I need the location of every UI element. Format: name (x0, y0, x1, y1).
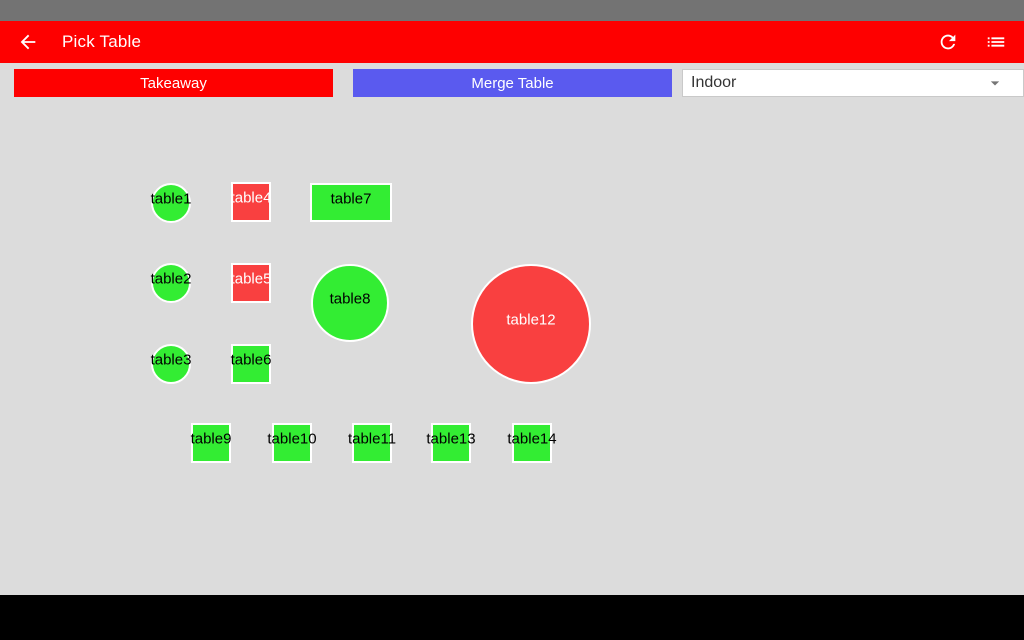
table-label: table11 (347, 430, 397, 448)
table-table12[interactable]: table12 (471, 264, 591, 384)
table-table4[interactable]: table4 (231, 182, 271, 222)
takeaway-button[interactable]: Takeaway (14, 69, 333, 97)
table-table2[interactable]: table2 (151, 263, 191, 303)
navigation-bar (0, 595, 1024, 640)
list-view-button[interactable] (984, 30, 1008, 54)
table-table14[interactable]: table14 (507, 423, 557, 463)
status-bar (0, 0, 1024, 21)
table-label: table13 (426, 430, 476, 448)
table-table13[interactable]: table13 (426, 423, 476, 463)
table-table11[interactable]: table11 (348, 423, 396, 463)
table-table10[interactable]: table10 (267, 423, 317, 463)
table-table5[interactable]: table5 (231, 263, 271, 303)
area-dropdown-value: Indoor (691, 74, 737, 91)
floor-plan: table1 table2 table3 table4 table5 table6 tabl… (151, 182, 591, 463)
table-label: table1 (150, 190, 192, 208)
table-label: table9 (190, 430, 232, 448)
app-bar: Pick Table (0, 21, 1024, 63)
table-label: table6 (230, 351, 272, 369)
area-dropdown[interactable]: Indoor (682, 69, 1024, 97)
table-label: table7 (330, 190, 372, 207)
table-table9[interactable]: table9 (191, 423, 231, 463)
refresh-icon (940, 34, 956, 50)
table-label: table4 (230, 189, 272, 207)
arrow-back-icon (20, 34, 36, 50)
list-icon (987, 37, 1005, 47)
table-label: table12 (506, 311, 556, 329)
table-label: table3 (150, 351, 192, 369)
table-label: table14 (507, 430, 557, 448)
back-button[interactable] (16, 30, 40, 54)
refresh-button[interactable] (936, 30, 960, 54)
page-title: Pick Table (62, 32, 142, 51)
table-label: table8 (329, 290, 371, 308)
toolbar: Takeaway Merge Table Indoor (0, 69, 1024, 97)
table-table8[interactable]: table8 (311, 264, 389, 342)
table-table7[interactable]: table7 (310, 183, 392, 222)
chevron-down-icon (990, 81, 1000, 86)
table-label: table10 (267, 430, 317, 448)
table-table3[interactable]: table3 (151, 344, 191, 384)
table-label: table2 (150, 270, 192, 288)
table-label: table5 (230, 270, 272, 288)
table-table6[interactable]: table6 (231, 344, 271, 384)
merge-table-button[interactable]: Merge Table (353, 69, 672, 97)
table-table1[interactable]: table1 (151, 183, 191, 223)
